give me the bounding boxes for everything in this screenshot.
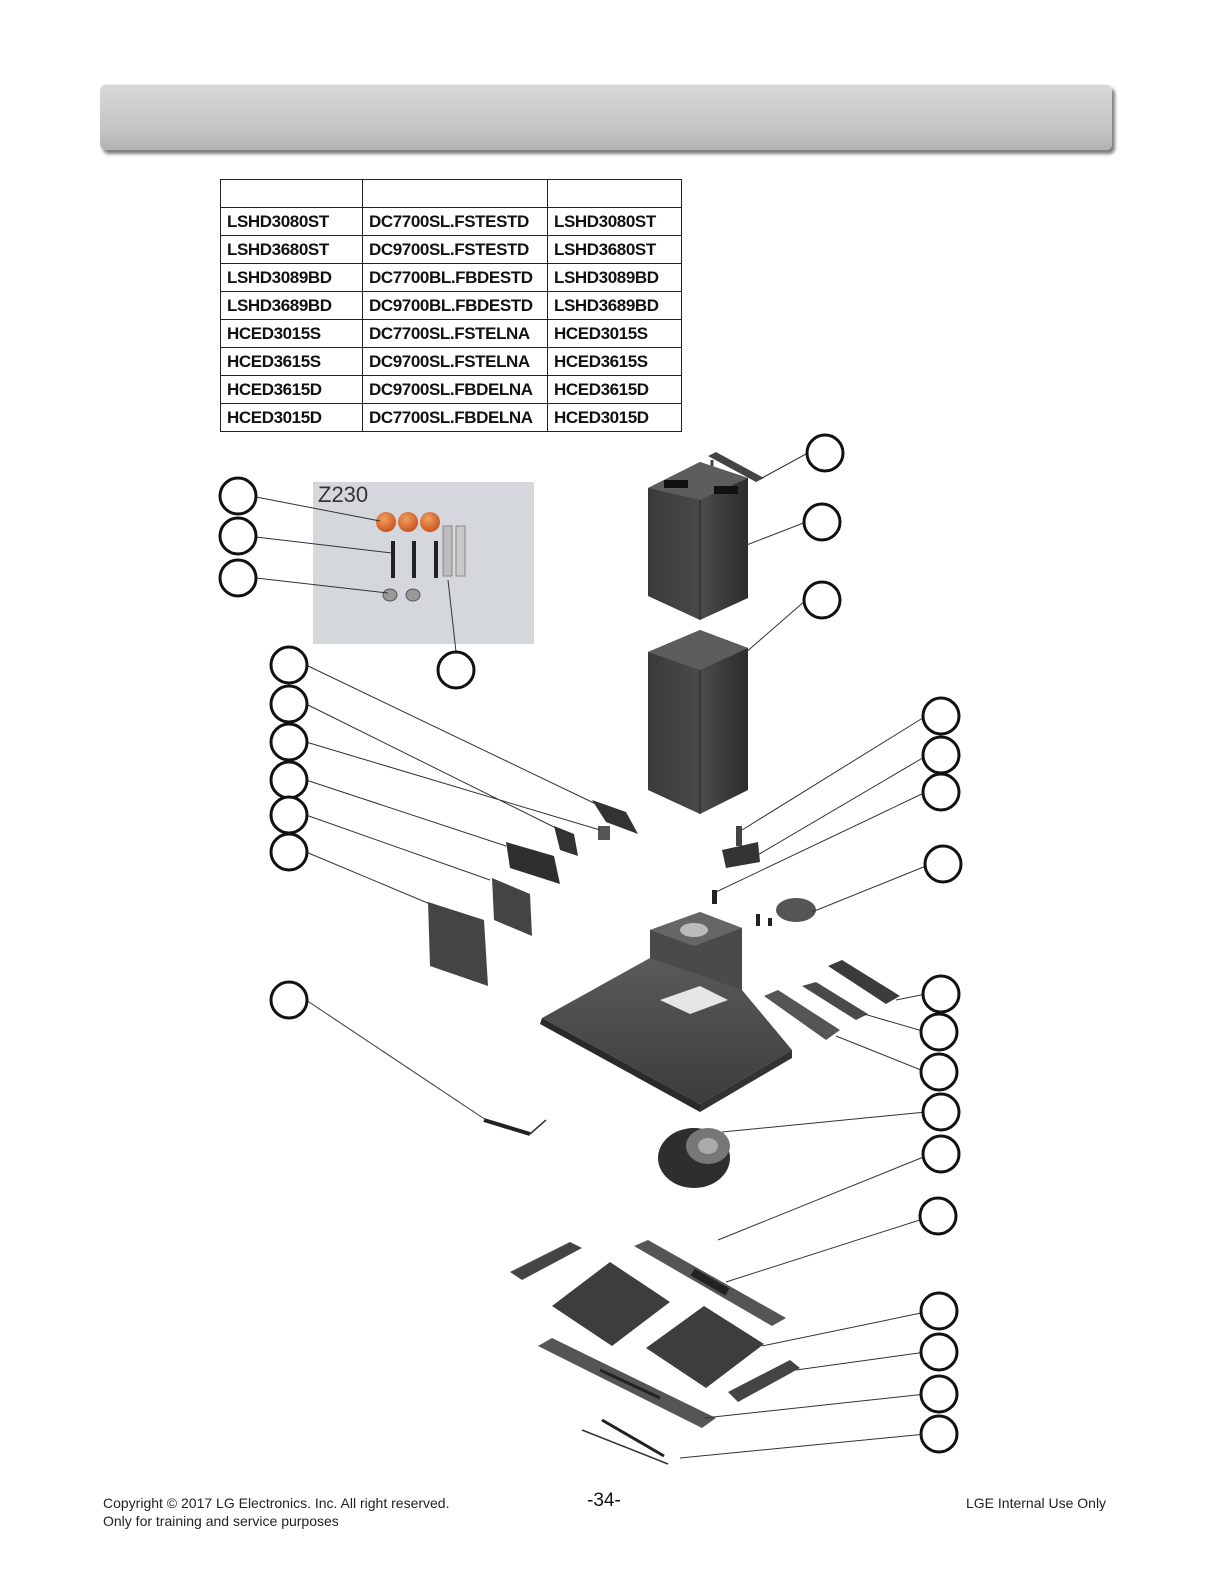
table-header-cell — [220, 179, 363, 208]
table-row: HCED3015D DC7700SL.FBDELNA HCED3015D — [220, 403, 682, 432]
table-cell: HCED3615D — [220, 375, 363, 404]
table-cell: LSHD3689BD — [220, 291, 363, 320]
training-notice: Only for training and service purposes — [103, 1513, 339, 1529]
page-number: -34- — [587, 1490, 621, 1511]
upper-chimney — [648, 462, 748, 620]
table-row: HCED3615S DC9700SL.FSTELNA HCED3615S — [220, 347, 682, 376]
washer — [382, 588, 398, 602]
table-header-cell — [362, 179, 548, 208]
hardware-kit-photo: Z230 — [313, 482, 534, 644]
table-row: HCED3615D DC9700SL.FBDELNA HCED3615D — [220, 375, 682, 404]
internal-use-label: LGE Internal Use Only — [966, 1495, 1107, 1511]
led-bars — [764, 960, 900, 1040]
switch-parts — [712, 826, 816, 926]
table-cell: HCED3615S — [547, 347, 682, 376]
table-cell: HCED3615S — [220, 347, 363, 376]
section-header-bar — [100, 84, 1112, 150]
model-table: LSHD3080ST DC7700SL.FSTESTD LSHD3080ST L… — [220, 179, 682, 432]
callout-circles — [218, 433, 963, 1454]
leader-lines — [255, 453, 927, 1459]
table-cell: HCED3615D — [547, 375, 682, 404]
table-cell: DC9700SL.FSTELNA — [362, 347, 548, 376]
table-cell: HCED3015D — [547, 403, 682, 432]
lower-chimney — [648, 630, 748, 814]
table-cell: DC9700SL.FBDELNA — [362, 375, 548, 404]
blower-motor — [658, 1128, 730, 1188]
filter-assembly — [510, 1240, 800, 1465]
copyright-text: Copyright © 2017 LG Electronics. Inc. Al… — [103, 1495, 450, 1511]
sensor-cable — [483, 1118, 547, 1136]
washer — [405, 588, 421, 602]
table-row: LSHD3089BD DC7700BL.FBDESTD LSHD3089BD — [220, 263, 682, 292]
hood-body — [540, 912, 792, 1112]
table-cell: LSHD3680ST — [220, 235, 363, 264]
table-cell: LSHD3080ST — [220, 207, 363, 236]
table-cell: HCED3015S — [547, 319, 682, 348]
table-cell: HCED3015D — [220, 403, 363, 432]
table-cell: LSHD3089BD — [220, 263, 363, 292]
plastic-anchor — [420, 512, 440, 532]
control-assembly — [428, 800, 638, 986]
plastic-anchor — [398, 512, 418, 532]
plastic-anchor — [376, 512, 396, 532]
kit-label: Z230 — [318, 482, 368, 507]
table-cell: DC7700BL.FBDESTD — [362, 263, 548, 292]
